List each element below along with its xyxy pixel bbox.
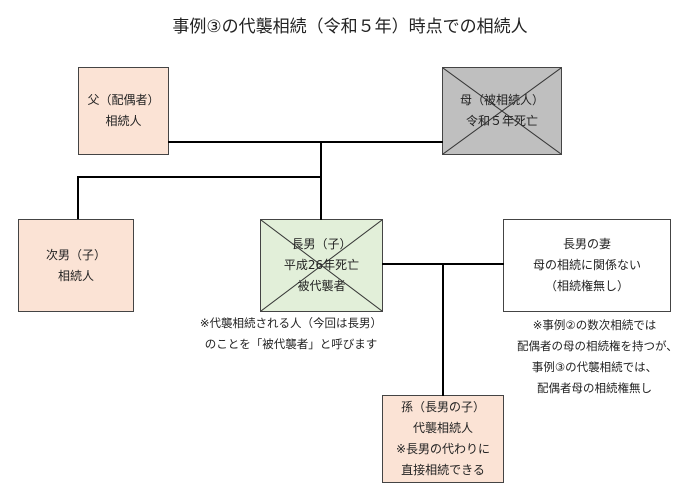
- eldest-son-wife-box: 長男の妻 母の相続に関係ない （相続権無し）: [503, 219, 671, 312]
- deceased-cross-icon: [261, 220, 382, 311]
- note-line: ※代襲相続される人（今回は長男）: [199, 316, 383, 330]
- second-son-box: 次男（子） 相続人: [18, 219, 134, 312]
- wife-status: （相続権無し）: [544, 279, 629, 293]
- second-son-drop-line: [77, 176, 79, 219]
- note-line: 配偶者母の相続権無し: [537, 381, 652, 395]
- eldest-son-role: 長男（子）: [291, 237, 352, 251]
- note-line: のことを「被代襲者」と呼びます: [204, 337, 378, 351]
- substituted-heir-note: ※代襲相続される人（今回は長男） のことを「被代襲者」と呼びます: [196, 313, 386, 355]
- second-son-role: 次男（子）: [45, 247, 106, 262]
- eldest-son-status: 被代襲者: [297, 279, 346, 293]
- father-role: 父（配偶者）: [87, 93, 160, 107]
- note-line: 配偶者の母の相続権を持つが、: [517, 339, 678, 353]
- note-line: 事例③の代襲相続では、: [531, 360, 658, 374]
- eldest-son-box: 長男（子） 平成26年死亡 被代襲者: [260, 219, 383, 312]
- grandchild-status: 代襲相続人: [412, 421, 473, 435]
- mother-box: 母（被相続人） 令和５年死亡: [442, 67, 562, 155]
- deceased-cross-icon: [443, 68, 561, 154]
- grandchild-note: 直接相続できる: [401, 463, 485, 477]
- wife-relation: 母の相続に関係ない: [532, 258, 641, 272]
- parents-drop-line: [320, 141, 322, 220]
- grandchild-drop-line: [442, 263, 444, 396]
- children-bar: [77, 176, 322, 178]
- parents-connector: [168, 141, 443, 143]
- spouse-rights-note: ※事例②の数次相続では 配偶者の母の相続権を持つが、 事例③の代襲相続では、 配…: [517, 315, 678, 399]
- second-son-status: 相続人: [57, 268, 94, 283]
- mother-role: 母（被相続人）: [459, 93, 544, 107]
- grandchild-box: 孫（長男の子） 代襲相続人 ※長男の代わりに 直接相続できる: [382, 395, 504, 483]
- father-status: 相続人: [105, 114, 142, 128]
- grandchild-note: ※長男の代わりに: [395, 442, 491, 456]
- grandchild-role: 孫（長男の子）: [400, 400, 485, 414]
- father-box: 父（配偶者） 相続人: [78, 67, 169, 155]
- wife-role: 長男の妻: [562, 237, 611, 251]
- note-line: ※事例②の数次相続では: [532, 318, 657, 332]
- diagram-title: 事例③の代襲相続（令和５年）時点での相続人: [172, 17, 528, 37]
